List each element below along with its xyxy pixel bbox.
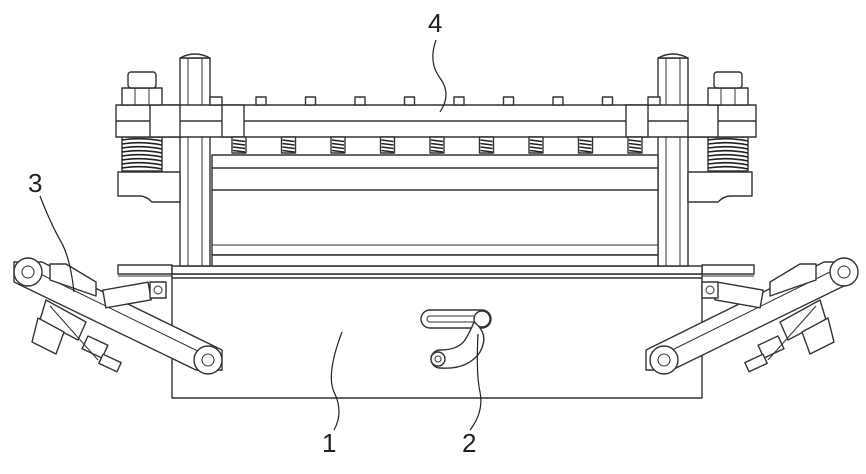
pin-spring: [280, 136, 297, 154]
callout-1: 1: [322, 428, 336, 458]
housing-body: [171, 273, 703, 399]
pin-top: [304, 96, 317, 106]
lower-bracket-left: [117, 171, 181, 203]
press-bar: [115, 96, 757, 138]
pin-top: [502, 96, 515, 106]
pin-top: [453, 96, 465, 106]
pin-top: [403, 96, 416, 106]
leader-line-2: [469, 333, 482, 431]
pin-top: [255, 96, 267, 106]
nut-left: [121, 71, 163, 106]
pin-top: [552, 96, 564, 106]
lower-frame: [211, 154, 659, 267]
leader-line-4: [432, 39, 447, 113]
guide-post-right: [657, 53, 689, 267]
pin-top: [601, 96, 614, 106]
pin-spring: [429, 136, 445, 154]
pin-spring: [231, 136, 247, 154]
pin-top: [354, 96, 366, 106]
spring-left: [121, 136, 163, 172]
pin-spring: [627, 136, 643, 154]
base-ledge: [117, 264, 755, 277]
lower-bracket-right: [687, 171, 753, 203]
pin-spring: [478, 136, 495, 154]
leader-line-1: [330, 331, 343, 431]
side-arm-left: [13, 257, 223, 375]
pin-spring: [577, 136, 594, 154]
callout-3: 3: [28, 168, 42, 198]
spring-right: [707, 136, 749, 172]
pin-spring: [330, 136, 346, 154]
callout-2: 2: [462, 428, 476, 458]
pin-row-top: [255, 96, 614, 106]
leader-line-3: [39, 195, 75, 293]
crank-handle: [420, 309, 492, 369]
guide-post-left: [179, 53, 211, 267]
pin-spring: [528, 136, 544, 154]
side-arm-right: [645, 257, 859, 375]
nut-right: [707, 71, 749, 106]
pin-row-bottom: [231, 136, 643, 154]
callout-4: 4: [428, 8, 442, 38]
pin-spring: [379, 136, 396, 154]
